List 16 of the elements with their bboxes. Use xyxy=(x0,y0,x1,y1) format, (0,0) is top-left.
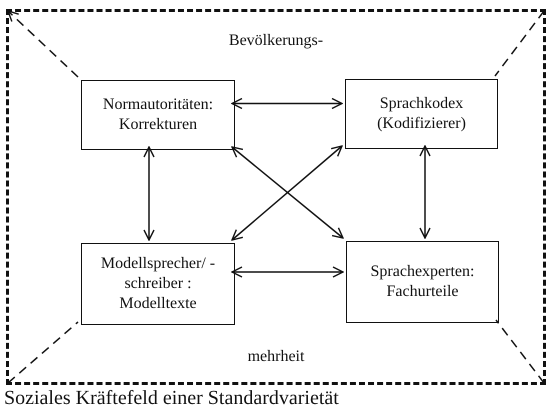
text-box: Normautoritäten: Korrekturen xyxy=(81,80,235,150)
dashed-line xyxy=(495,320,545,384)
frame-label: Bevölkerungs- xyxy=(228,32,324,50)
text-box: Sprachkodex (Kodifizierer) xyxy=(345,79,498,149)
dashed-line xyxy=(8,321,78,384)
double-arrow xyxy=(419,145,431,239)
double-arrow xyxy=(231,98,343,110)
double-arrow xyxy=(231,266,344,278)
caption: Soziales Kräftefeld einer Standardvarietät xyxy=(4,387,339,410)
dashed-frame xyxy=(6,9,546,385)
frame-label: mehrheit xyxy=(248,348,304,366)
text-box: Modellsprecher/ -schreiber : Modelltexte xyxy=(81,243,235,325)
text-box: Sprachexperten: Fachurteile xyxy=(346,241,499,323)
double-arrow xyxy=(143,146,155,241)
dashed-line xyxy=(494,10,545,76)
arrow xyxy=(7,10,79,78)
